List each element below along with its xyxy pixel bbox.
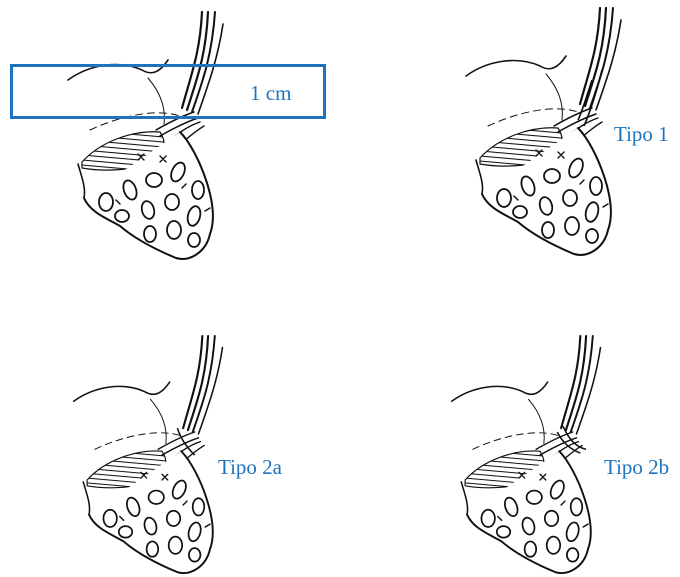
type-label-2b: Tipo 2b — [604, 457, 669, 478]
type-label-2a: Tipo 2a — [218, 457, 282, 478]
anatomy-illustration — [60, 12, 260, 262]
type-label-1: Tipo 1 — [614, 124, 669, 145]
ruler-label: 1 cm — [250, 83, 291, 104]
diagram-top-left — [60, 12, 260, 262]
